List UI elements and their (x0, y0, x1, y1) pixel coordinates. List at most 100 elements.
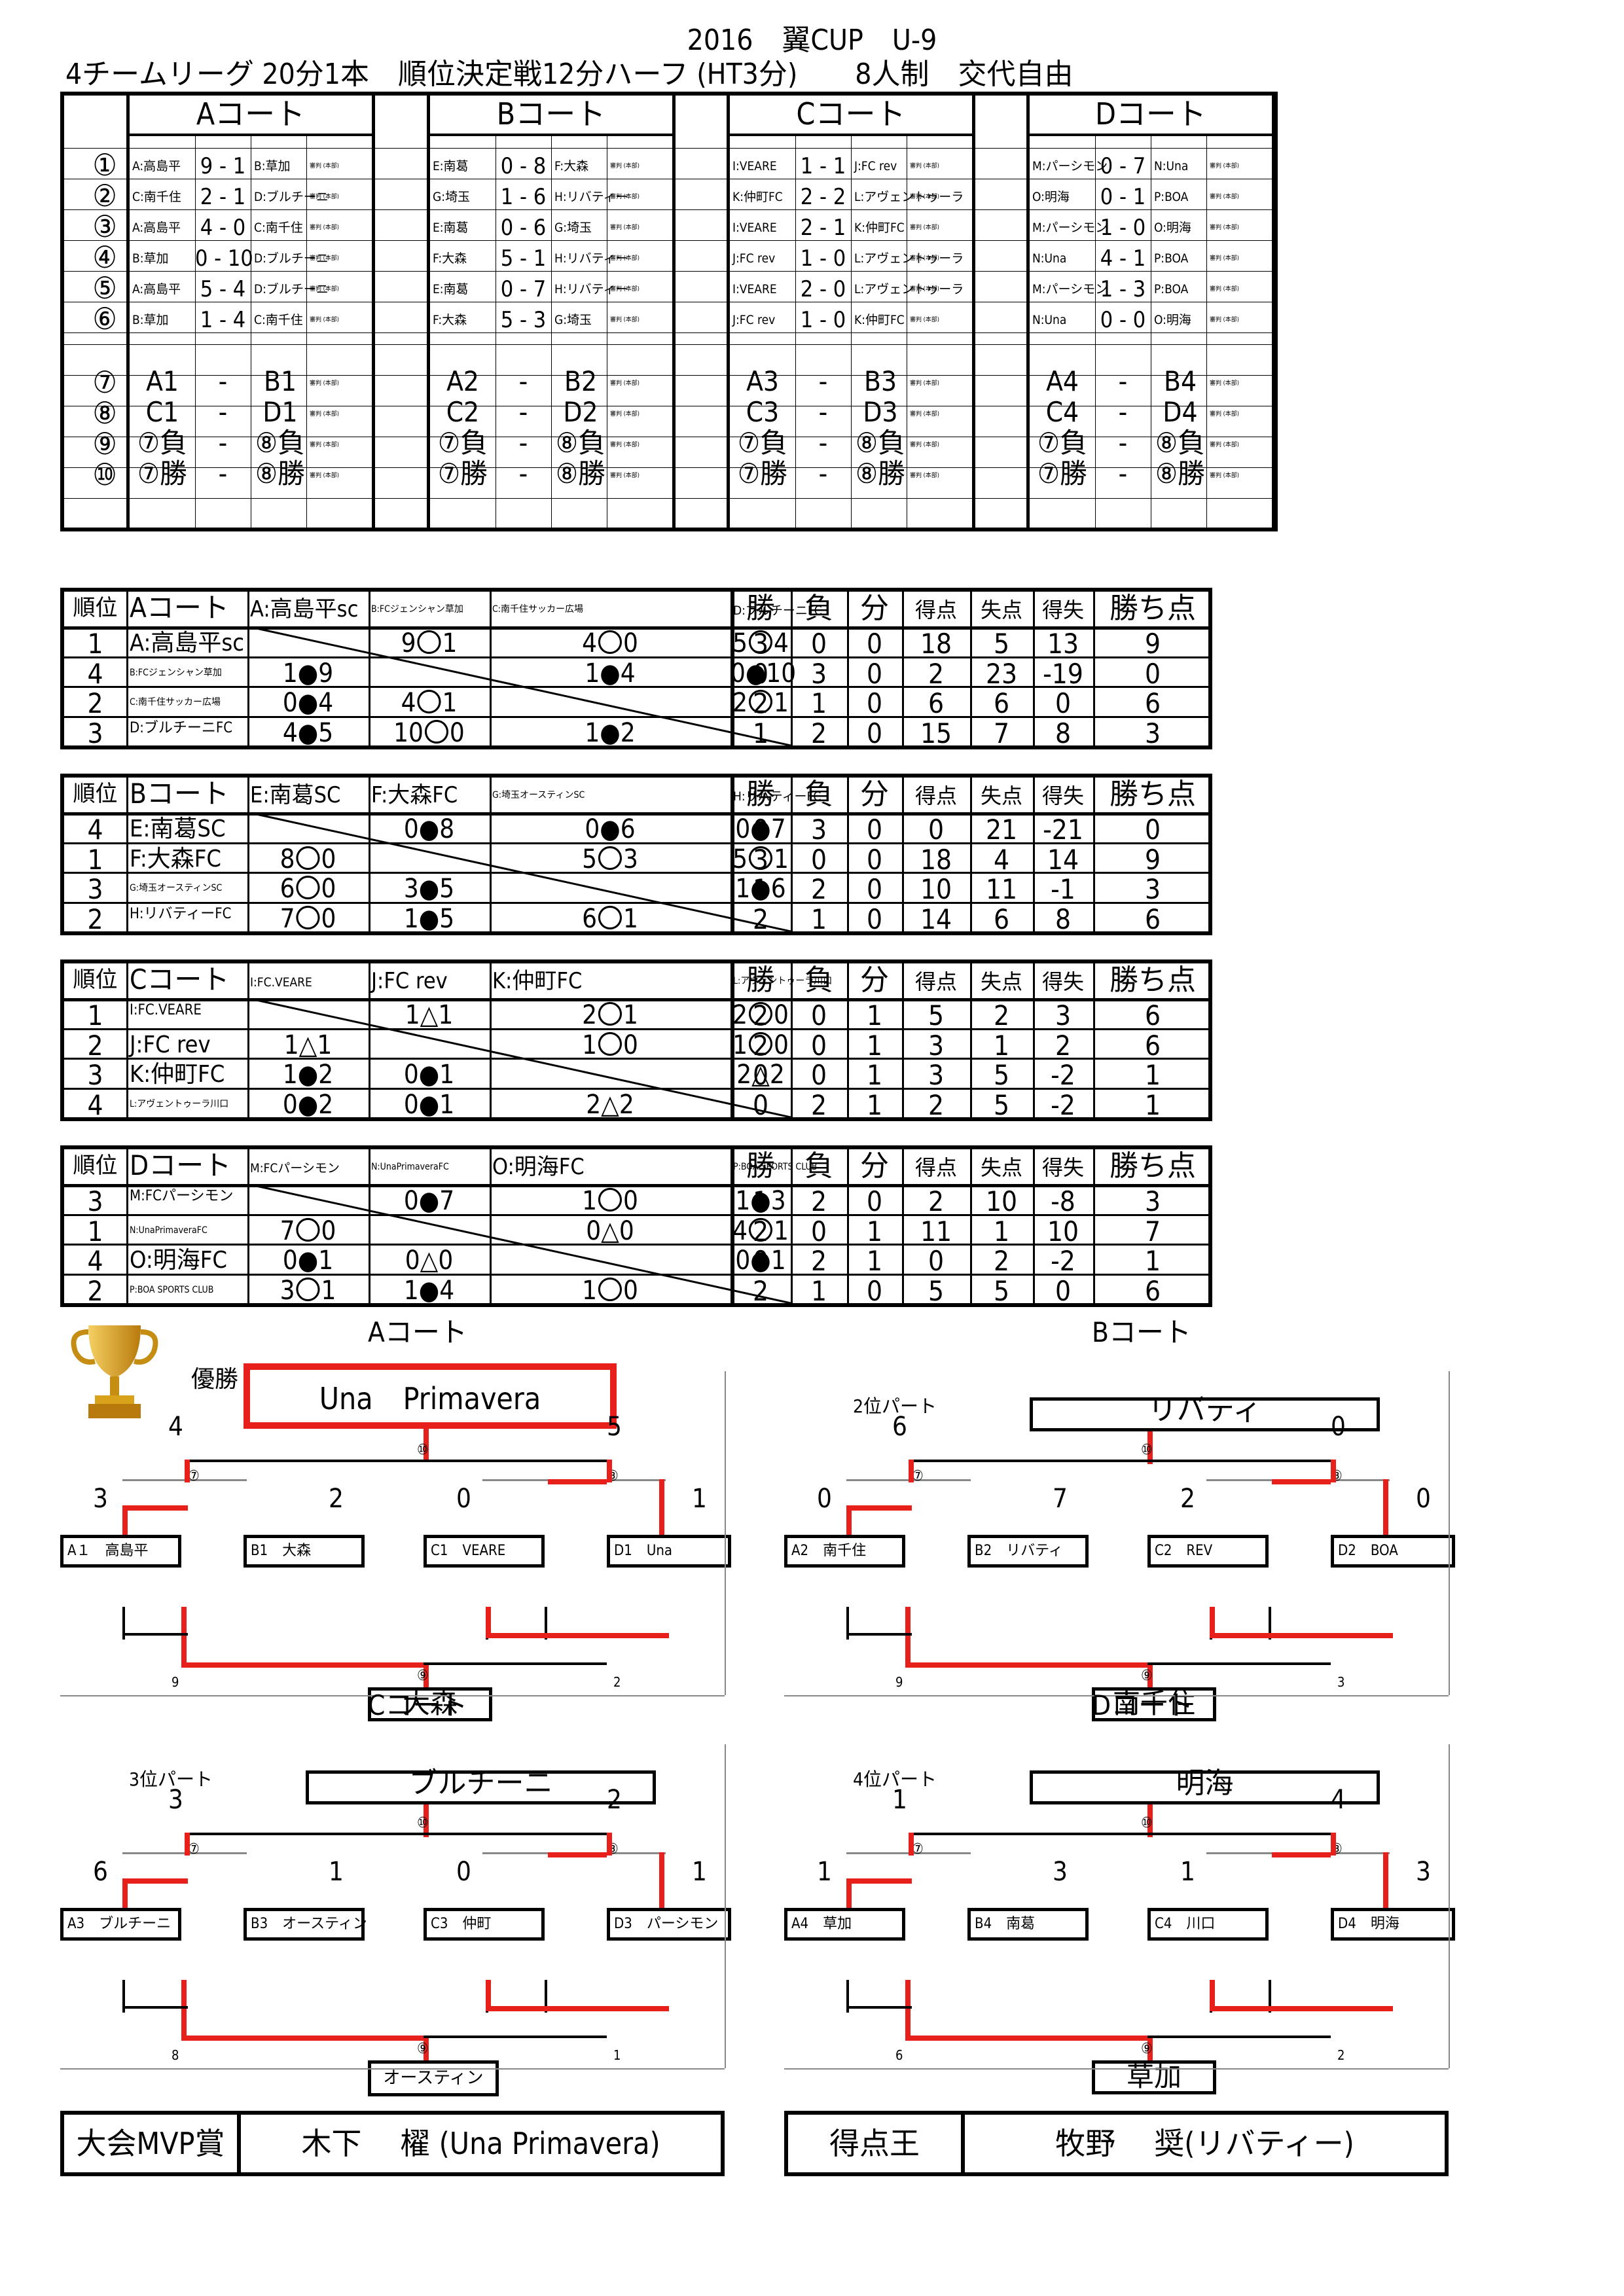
semi-right-red (1331, 1460, 1336, 1482)
col-divider (970, 1149, 972, 1303)
semi-score: 0 (817, 1484, 832, 1514)
semi-score: 3 (93, 1484, 108, 1514)
stat-value: 1 (1144, 1088, 1161, 1121)
semi-score: 6 (93, 1857, 108, 1887)
row-divider (130, 332, 372, 333)
semi-right-red (1331, 1833, 1336, 1856)
third-trunk (181, 2009, 187, 2039)
match-7-label: ⑦ (912, 1841, 924, 1857)
final-sep: - (1118, 427, 1128, 459)
match-score: 4 - 1 (1100, 245, 1146, 272)
third-score-right: 1 (613, 2047, 621, 2063)
row-divider (1030, 375, 1272, 376)
col-divider (1093, 1149, 1095, 1303)
team-name: P:BOA SPORTS CLUB (130, 1284, 214, 1295)
header-divider (64, 626, 1208, 630)
result-cell: 1〇0 (582, 1030, 638, 1060)
opponent-header: I:FC.VEARE (250, 975, 312, 990)
col-divider (1206, 134, 1207, 528)
referee-note: 審判 (本部) (910, 224, 939, 231)
team-slot: C1 VEARE (424, 1535, 545, 1568)
third-score-left: 9 (895, 1674, 903, 1690)
team-home: F:大森 (433, 313, 467, 327)
stat-value: 1 (752, 1185, 769, 1217)
row-divider (1030, 240, 1272, 241)
stat-value: 2 (752, 903, 769, 935)
rank-value: 3 (87, 1059, 103, 1091)
team-away: N:Una (1154, 159, 1189, 173)
stat-value: 6 (1144, 687, 1161, 719)
final-away: D2 (563, 396, 598, 428)
stat-header: 負 (804, 963, 833, 997)
final-home: C1 (145, 396, 179, 428)
third-trunk (905, 2009, 911, 2039)
row-divider (64, 1273, 1208, 1276)
stat-header: 得失 (1041, 783, 1084, 808)
final-score-left: 4 (168, 1412, 183, 1442)
final-sep: - (818, 396, 828, 428)
referee-note: 審判 (本部) (910, 163, 939, 170)
match-score: 2 - 2 (800, 184, 846, 210)
match-score: 0 - 7 (500, 276, 547, 302)
final-line-left (909, 1460, 1147, 1462)
team-home: N:Una (1032, 251, 1067, 266)
opponent-header: K:仲町FC (492, 968, 583, 994)
final-home: ⑦負 (438, 427, 488, 459)
final-sep: - (1118, 457, 1128, 490)
third-score-left: 8 (171, 2047, 179, 2063)
final-sep: - (518, 427, 528, 459)
stat-value: 1 (1144, 1059, 1161, 1091)
team-slot: B4 南葛 (967, 1908, 1089, 1941)
bracket-court-title: Dコート (1092, 1689, 1194, 1721)
stat-value: 8 (1055, 903, 1072, 935)
third-score-right: 2 (1337, 2047, 1345, 2063)
stat-value: 18 (920, 628, 952, 660)
stat-value: 1 (866, 1088, 883, 1121)
header-divider (64, 812, 1208, 816)
diagonal-stroke (247, 626, 791, 745)
result-cell: 8〇0 (280, 844, 336, 874)
stat-value: 0 (866, 903, 883, 935)
col-divider (1093, 963, 1095, 1117)
row-divider (430, 148, 672, 149)
team-home: A:高島平 (132, 159, 181, 173)
referee-note: 審判 (本部) (1210, 194, 1239, 200)
team-name: J:FC rev (130, 1031, 211, 1058)
stat-value: 3 (1144, 1185, 1161, 1217)
stat-header: 得点 (914, 969, 957, 994)
team-home: B:草加 (132, 251, 169, 266)
top-scorer-award-box: 得点王 牧野 奨(リバティー) (784, 2111, 1449, 2176)
team-away: D:ブルチーニ (254, 282, 329, 296)
referee-note: 審判 (本部) (610, 194, 640, 200)
stat-value: -8 (1051, 1185, 1075, 1217)
col-divider (791, 778, 793, 931)
col-divider (195, 134, 196, 528)
header-divider (64, 998, 1208, 1001)
row-divider (64, 715, 1208, 718)
final-away: B3 (864, 365, 897, 397)
semi-left-red (185, 1833, 190, 1856)
match-10-label: ⑩ (1141, 1442, 1153, 1458)
referee-note: 審判 (本部) (310, 163, 339, 170)
team-home: O:明海 (1032, 190, 1070, 204)
semi-score: 3 (1416, 1857, 1431, 1887)
col-divider (1033, 778, 1035, 931)
match-10-label: ⑩ (417, 1442, 429, 1458)
match-score: 0 - 10 (195, 245, 253, 272)
row-divider (1030, 209, 1272, 210)
result-cell: 3〇1 (280, 1275, 336, 1306)
stat-value: 1 (810, 903, 827, 935)
team-name: E:南葛SC (130, 816, 226, 842)
final-away: ⑧負 (255, 427, 305, 459)
result-cell: 0●7 (403, 1186, 455, 1216)
row-divider (730, 148, 972, 149)
bracket-frame (725, 1744, 726, 2068)
opponent-header: M:FCパーシモン (250, 1161, 340, 1175)
result-cell: 1●9 (282, 658, 334, 689)
referee-note: 審判 (本部) (310, 224, 339, 231)
col-divider (306, 134, 307, 528)
stat-value: 2 (810, 873, 827, 905)
third-trunk (905, 1636, 911, 1666)
match-number: ⑦ (92, 365, 117, 400)
row-divider (730, 375, 972, 376)
